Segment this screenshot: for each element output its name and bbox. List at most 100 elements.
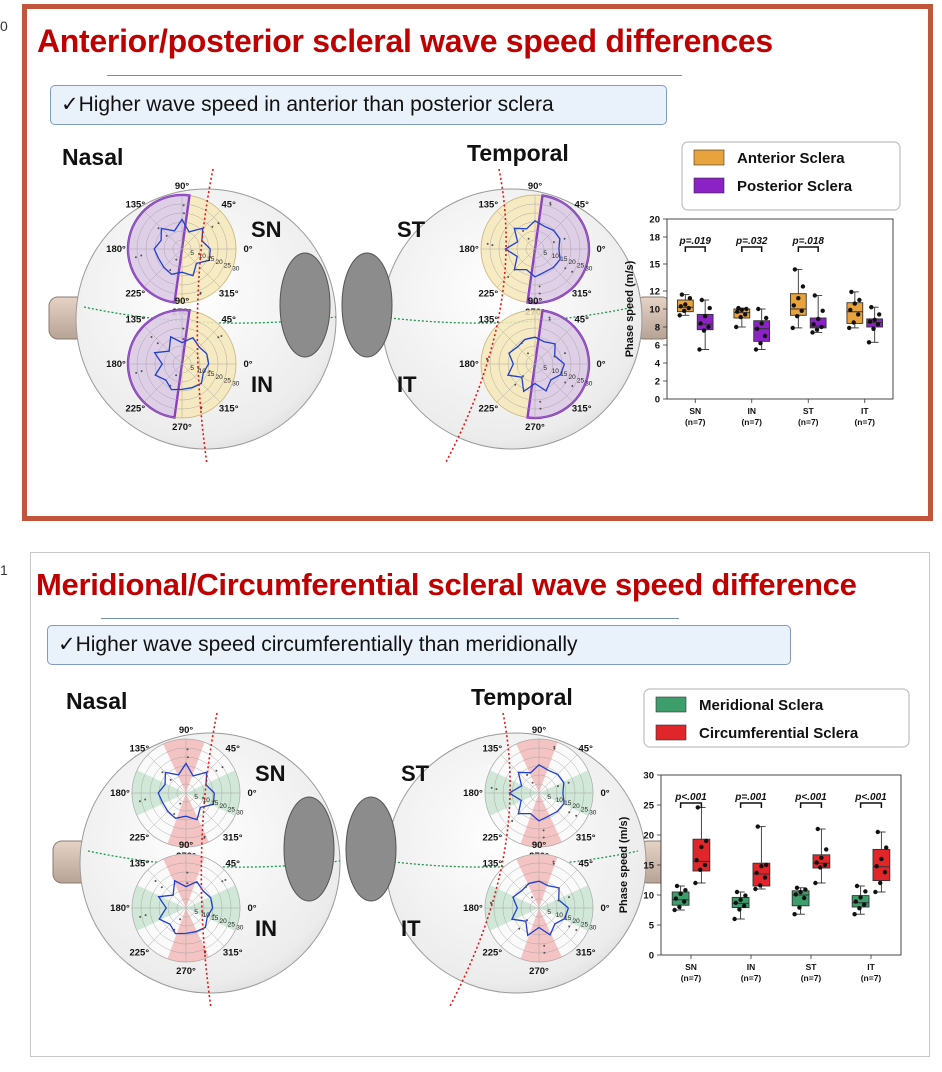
angle-label: 45° <box>226 859 241 870</box>
data-point <box>739 307 744 313</box>
data-point <box>792 267 798 272</box>
scatter-point <box>567 781 570 784</box>
data-point <box>815 826 820 832</box>
y-tick-label: 25 <box>643 801 654 812</box>
scatter-point <box>165 234 168 237</box>
data-point <box>764 315 769 321</box>
data-point <box>819 855 824 860</box>
data-point <box>856 312 861 317</box>
scatter-point <box>548 316 551 319</box>
data-point <box>816 316 821 322</box>
data-point <box>754 326 760 331</box>
radial-tick-label: 30 <box>232 380 240 387</box>
y-tick-label: 0 <box>649 951 654 962</box>
data-point <box>756 306 761 312</box>
radial-tick-label: 20 <box>569 259 577 266</box>
radial-tick-label: 30 <box>232 265 240 272</box>
panel-meridional-circumferential: Meridional/Circumferential scleral wave … <box>30 552 930 1057</box>
data-point <box>759 864 764 869</box>
angular-grid-line <box>500 869 540 909</box>
angle-label: 315° <box>572 289 592 300</box>
radial-tick-label: 15 <box>207 256 215 263</box>
data-point <box>819 324 824 330</box>
angular-grid-line <box>185 869 225 909</box>
data-point <box>743 893 748 898</box>
scatter-point <box>213 799 216 802</box>
radial-tick-label: 20 <box>220 803 228 810</box>
scatter-point <box>211 225 214 228</box>
angle-label: 135° <box>125 200 145 211</box>
x-tick-label: ST <box>806 962 818 972</box>
scatter-point <box>507 276 510 278</box>
data-point <box>852 301 857 306</box>
data-point <box>738 897 743 902</box>
angle-label: 270° <box>529 966 549 977</box>
scatter-point <box>549 203 552 206</box>
scatter-point <box>548 318 551 321</box>
radial-tick-label: 10 <box>552 368 560 375</box>
angle-label: 0° <box>600 903 609 914</box>
data-point <box>866 340 872 345</box>
data-point <box>812 293 817 298</box>
angle-label: 45° <box>575 200 590 211</box>
angle-label: 225° <box>125 404 145 415</box>
data-point <box>762 333 768 339</box>
data-point <box>702 862 708 868</box>
significance-bracket <box>797 246 819 252</box>
scatter-point <box>556 785 559 788</box>
angle-label: 315° <box>572 404 592 415</box>
legend-swatch <box>655 724 687 741</box>
scatter-point <box>138 800 141 803</box>
data-point <box>703 314 708 319</box>
radial-tick-label: 10 <box>203 912 211 919</box>
x-tick-label: (n=7) <box>741 973 762 983</box>
scatter-point <box>182 338 185 341</box>
angular-grid-line <box>500 792 540 832</box>
radial-tick-label: 10 <box>199 253 207 260</box>
data-point <box>677 313 682 318</box>
data-point <box>673 896 678 901</box>
scatter-point <box>517 812 520 815</box>
radial-tick-label: 10 <box>552 253 560 260</box>
angle-label: 0° <box>243 359 252 370</box>
x-tick-label: (n=7) <box>681 973 702 983</box>
data-point <box>854 883 860 889</box>
angular-grid-line <box>500 907 540 947</box>
data-point <box>852 912 857 917</box>
angle-label: 45° <box>579 744 594 755</box>
data-point <box>683 302 688 307</box>
scatter-point <box>568 925 571 928</box>
scatter-point <box>568 896 570 899</box>
angle-label: 90° <box>532 725 547 736</box>
angular-grid-line <box>538 869 578 909</box>
panel-anterior-posterior: Anterior/posterior scleral wave speed di… <box>22 4 933 521</box>
angular-grid-line <box>143 248 183 288</box>
data-point <box>802 895 807 901</box>
quadrant-label-it: IT <box>401 916 421 941</box>
scatter-point <box>527 352 529 355</box>
data-point <box>862 902 867 907</box>
angular-grid-line <box>185 792 225 832</box>
data-point <box>755 824 760 829</box>
quadrant-label-st: ST <box>401 761 430 786</box>
scatter-point <box>511 820 514 822</box>
scatter-point <box>182 204 185 207</box>
quadrant-label-it: IT <box>397 372 417 397</box>
radial-tick-label: 10 <box>556 797 564 804</box>
legend-label: Circumferential Sclera <box>699 725 859 742</box>
angle-label: 315° <box>223 833 243 844</box>
limbus-line <box>200 712 218 1009</box>
angle-label: 135° <box>125 315 145 326</box>
angle-label: 90° <box>528 296 543 307</box>
scatter-point <box>199 291 202 294</box>
data-point <box>814 327 820 332</box>
significance-bracket <box>739 802 763 808</box>
highlight-box: ✓Higher wave speed in anterior than post… <box>50 85 667 125</box>
scatter-point <box>179 802 182 805</box>
scatter-point <box>140 370 143 373</box>
scatter-point <box>208 370 211 373</box>
